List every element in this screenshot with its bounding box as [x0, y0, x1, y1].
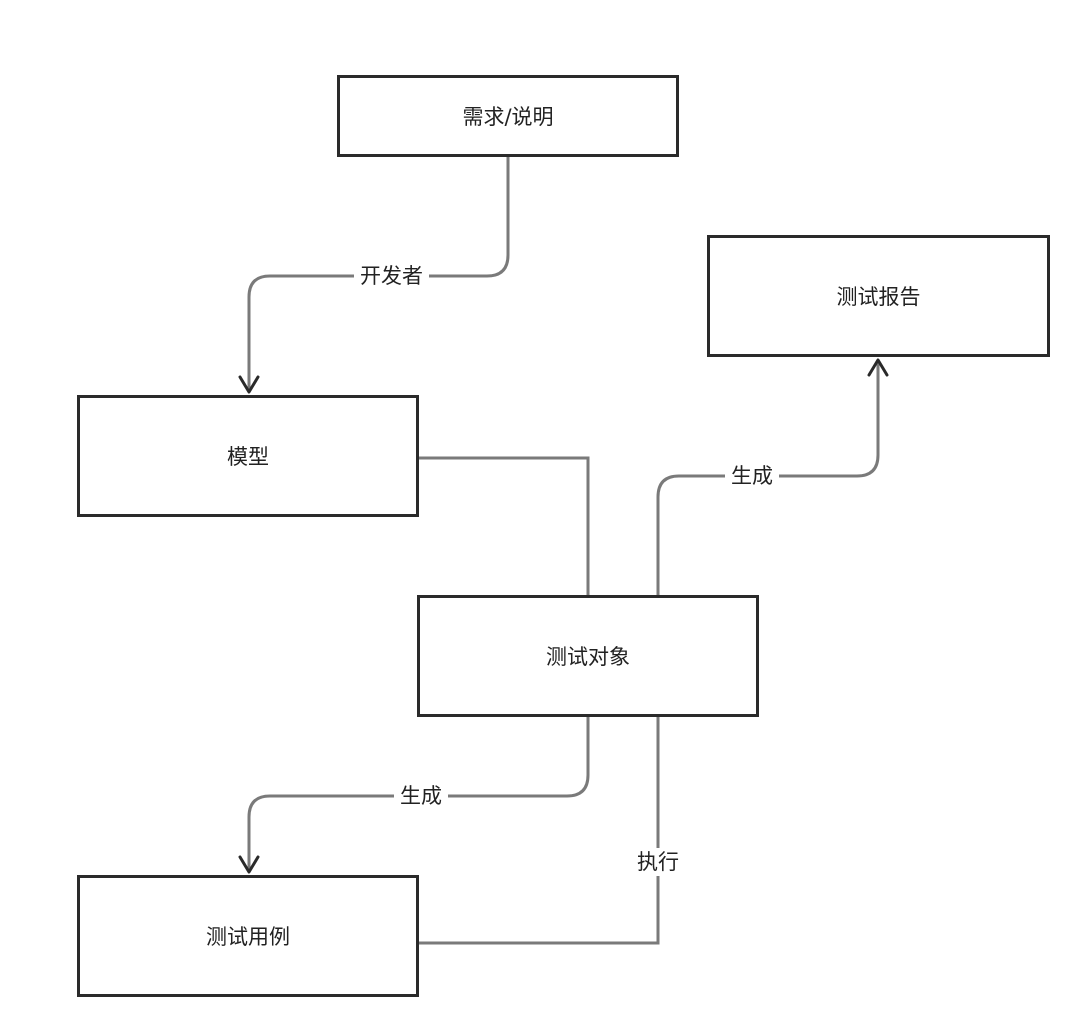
edge-label-execute: 执行 [631, 848, 685, 876]
requirements-box: 需求/说明 [337, 75, 679, 157]
test-cases-box: 测试用例 [77, 875, 419, 997]
edge-label-generate-cases: 生成 [394, 782, 448, 810]
test-cases-label: 测试用例 [206, 925, 290, 949]
edge-label-developer: 开发者 [354, 262, 429, 290]
edge-cases-to-test-object [414, 717, 660, 945]
edge-model-to-test-object [418, 456, 590, 596]
test-object-box: 测试对象 [417, 595, 759, 717]
model-label: 模型 [227, 445, 269, 469]
test-report-label: 测试报告 [836, 285, 921, 309]
test-report-box: 测试报告 [707, 235, 1050, 357]
requirements-label: 需求/说明 [462, 105, 554, 129]
model-box: 模型 [77, 395, 419, 517]
arrowhead-test-report [867, 358, 889, 377]
edge-label-generate-report: 生成 [725, 462, 779, 490]
arrowhead-model [238, 375, 260, 394]
test-object-label: 测试对象 [546, 645, 630, 669]
arrowhead-test-cases [238, 855, 260, 874]
